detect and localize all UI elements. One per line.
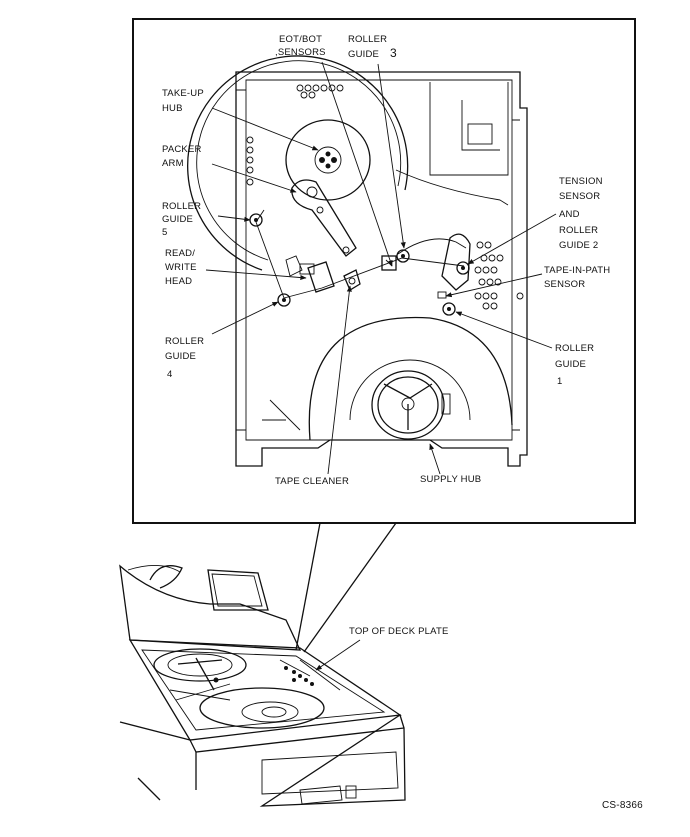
- svg-text:ROLLER: ROLLER: [559, 225, 598, 236]
- svg-text:AND: AND: [559, 209, 580, 220]
- tape-path: [255, 209, 467, 299]
- svg-text:ROLLER: ROLLER: [162, 201, 201, 212]
- svg-text:3: 3: [390, 46, 397, 60]
- svg-text:SENSOR: SENSOR: [544, 279, 585, 290]
- svg-text:HUB: HUB: [162, 103, 183, 114]
- leader-top-of-deck-plate: [315, 639, 361, 671]
- roller-guide-4: [277, 293, 291, 307]
- svg-text:READ/: READ/: [165, 248, 195, 259]
- svg-text:HEAD: HEAD: [165, 276, 192, 287]
- label-take-up-hub: TAKE-UP HUB: [162, 88, 204, 114]
- packer-arm: [291, 179, 357, 257]
- svg-text:GUIDE: GUIDE: [162, 214, 193, 225]
- svg-text:GUIDE: GUIDE: [348, 49, 379, 60]
- label-top-of-deck-plate: TOP OF DECK PLATE: [349, 626, 448, 637]
- label-supply-hub: SUPPLY HUB: [420, 474, 481, 485]
- roller-guide-3: [396, 249, 410, 263]
- svg-text:ROLLER: ROLLER: [348, 34, 387, 45]
- label-tape-in-path-sensor: TAPE-IN-PATH SENSOR: [544, 265, 610, 290]
- take-up-reel: [187, 55, 409, 271]
- label-tension-sensor: TENSION SENSOR AND ROLLER GUIDE 2: [559, 176, 603, 251]
- svg-text:EOT/BOT: EOT/BOT: [279, 34, 322, 45]
- svg-text:4: 4: [167, 369, 172, 380]
- svg-text:GUIDE 2: GUIDE 2: [559, 240, 598, 251]
- svg-text:5: 5: [162, 227, 167, 238]
- deck-plate: [235, 71, 528, 467]
- svg-text:GUIDE: GUIDE: [165, 351, 196, 362]
- svg-text:ARM: ARM: [162, 158, 184, 169]
- tape-drive-unit: [119, 564, 406, 807]
- figure-id: CS-8366: [602, 800, 643, 811]
- label-packer-arm: PACKER ARM: [162, 144, 202, 169]
- svg-text:,SENSORS: ,SENSORS: [275, 47, 326, 58]
- detail-frame: [132, 18, 636, 524]
- label-eot-bot-sensors: EOT/BOT ,SENSORS: [275, 34, 326, 58]
- label-roller-guide-5: ROLLER GUIDE 5: [162, 201, 201, 238]
- svg-text:SENSOR: SENSOR: [559, 191, 600, 202]
- roller-guide-2: [456, 261, 470, 275]
- roller-guide-5: [249, 213, 263, 227]
- supply-reel: [262, 316, 513, 441]
- svg-text:WRITE: WRITE: [165, 262, 197, 273]
- label-read-write-head: READ/ WRITE HEAD: [165, 248, 197, 287]
- read-write-head: [299, 261, 335, 293]
- roller-guide-1: [442, 302, 456, 316]
- label-roller-guide-3: ROLLER GUIDE 3: [348, 34, 397, 60]
- label-roller-guide-1: ROLLER GUIDE 1: [555, 343, 594, 387]
- svg-text:TAKE-UP: TAKE-UP: [162, 88, 204, 99]
- svg-text:ROLLER: ROLLER: [165, 336, 204, 347]
- tension-sensor: [437, 233, 524, 310]
- label-tape-cleaner: TAPE CLEANER: [275, 476, 349, 487]
- svg-text:PACKER: PACKER: [162, 144, 202, 155]
- svg-text:TENSION: TENSION: [559, 176, 603, 187]
- leader-lines: [205, 61, 557, 475]
- tape-cleaner: [343, 269, 361, 291]
- svg-text:ROLLER: ROLLER: [555, 343, 594, 354]
- svg-text:TAPE-IN-PATH: TAPE-IN-PATH: [544, 265, 610, 276]
- zoom-callout-lines: [295, 522, 397, 653]
- svg-text:GUIDE: GUIDE: [555, 359, 586, 370]
- svg-text:1: 1: [557, 376, 562, 387]
- label-roller-guide-4: ROLLER GUIDE 4: [165, 336, 204, 380]
